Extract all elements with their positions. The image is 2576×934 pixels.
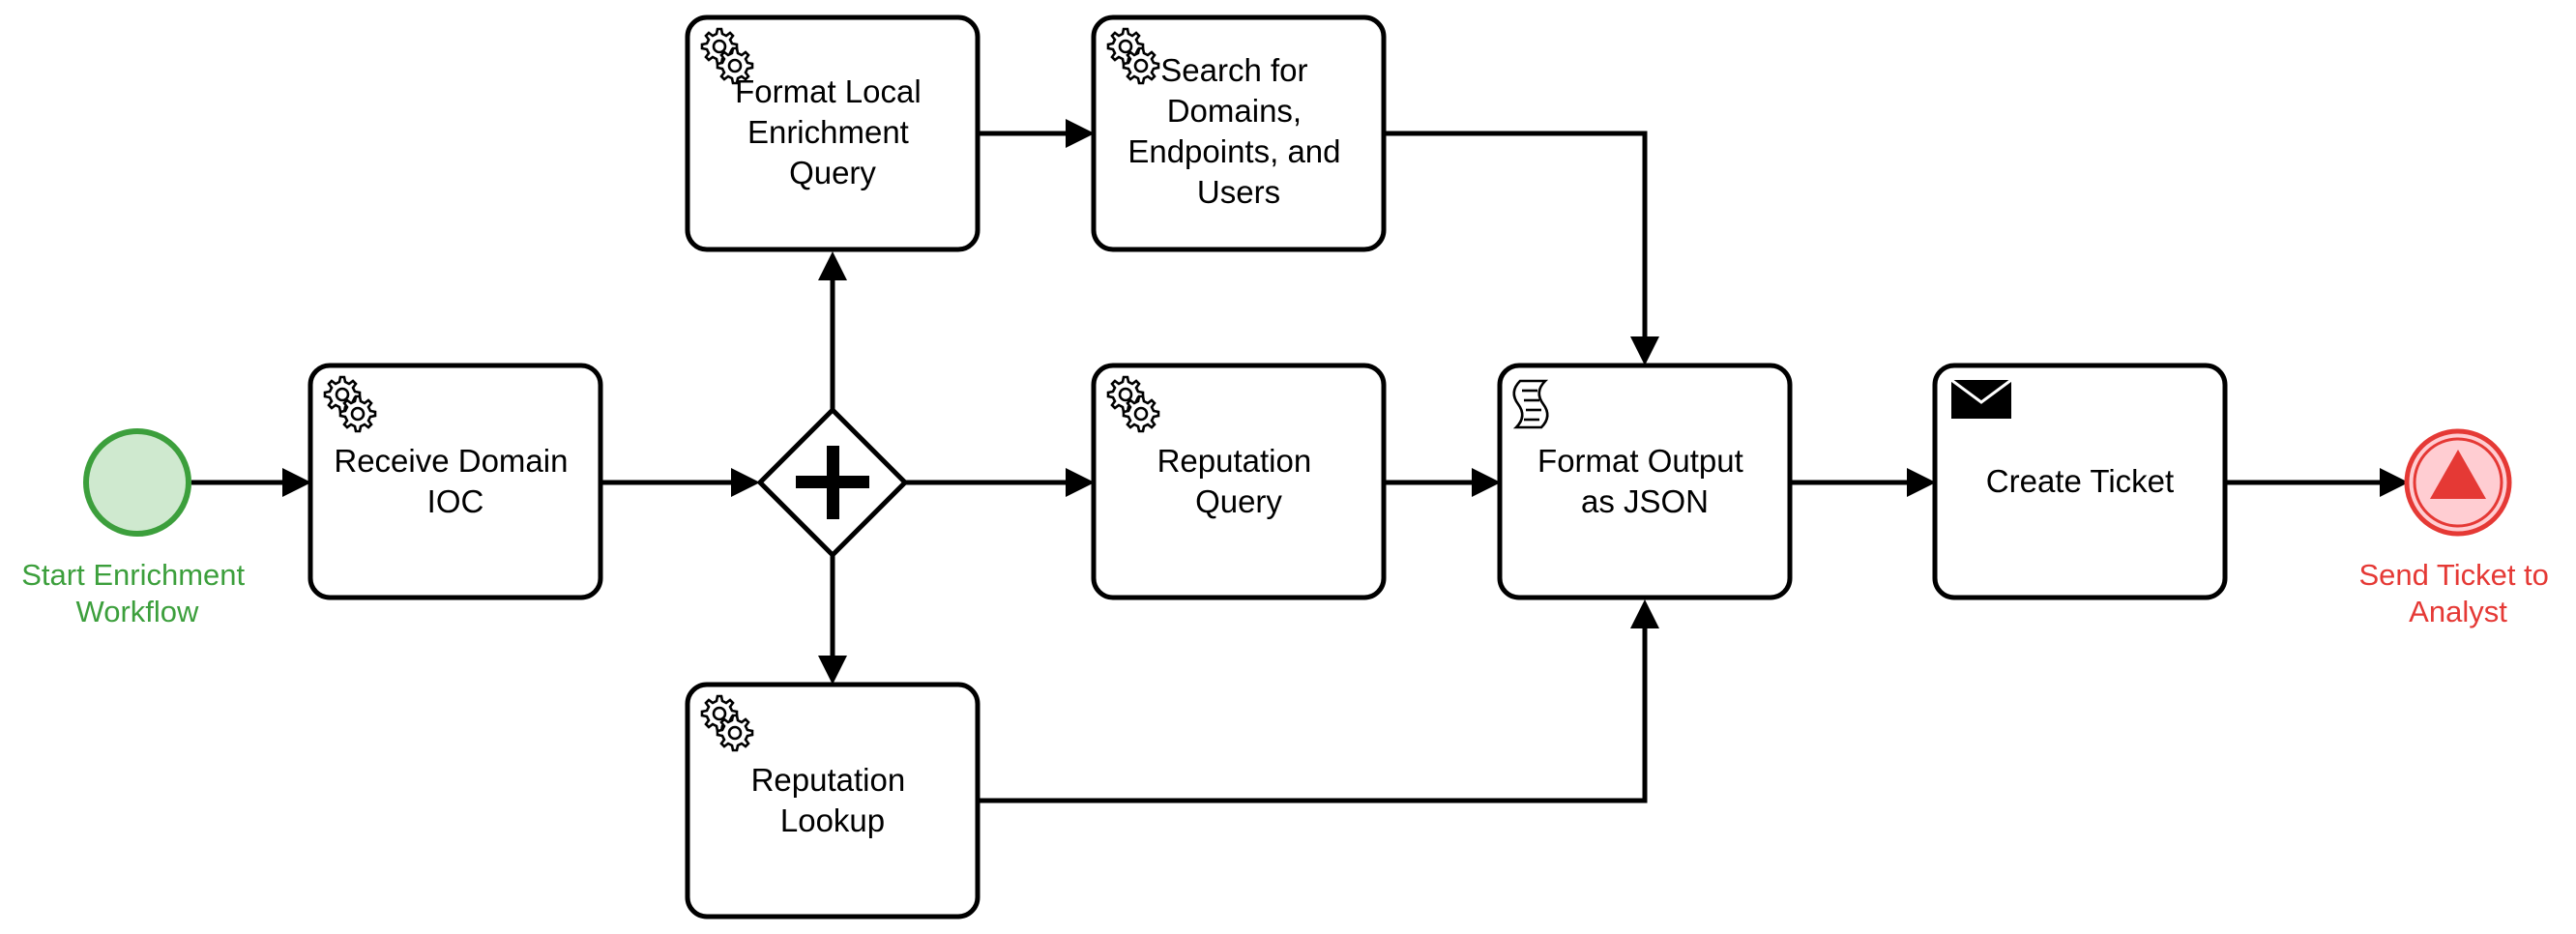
flow-reputation-lookup-to-format-output <box>979 625 1648 803</box>
task-box[interactable] <box>1091 15 1387 252</box>
task-label-line: Reputation <box>1157 443 1312 479</box>
task-label-line: Query <box>1195 483 1282 519</box>
task-label-line: Enrichment <box>747 114 909 150</box>
task-box[interactable] <box>1497 363 1793 600</box>
flow-search-to-format-output <box>1385 131 1648 340</box>
sequence-flows <box>191 119 2409 803</box>
task-label-line: Receive Domain <box>334 443 568 479</box>
end-event-label-line: Analyst <box>2409 595 2507 628</box>
start-event[interactable]: Start Enrichment Workflow <box>21 428 253 628</box>
task-label: Reputation Lookup <box>751 762 915 838</box>
task-box[interactable] <box>1932 363 2228 600</box>
task-label: Reputation Query <box>1157 443 1321 519</box>
start-event-label-line: Workflow <box>76 595 200 628</box>
task-label-line: Users <box>1197 174 1280 210</box>
task-box[interactable] <box>307 363 603 600</box>
start-event-circle[interactable] <box>83 428 191 537</box>
arrowhead-icon <box>1066 468 1095 497</box>
arrowhead-icon <box>1472 468 1501 497</box>
end-event-label-line: Send Ticket to <box>2358 558 2548 592</box>
arrowhead-icon <box>731 468 760 497</box>
arrowhead-icon <box>2380 468 2409 497</box>
arrowhead-icon <box>282 468 311 497</box>
task-box[interactable] <box>1091 363 1387 600</box>
task-label: Search for Domains, Endpoints, and Users <box>1127 52 1349 210</box>
task-reputation-query[interactable]: Reputation Query <box>1091 363 1387 600</box>
task-label-line: Format Local <box>735 73 922 109</box>
task-label-line: IOC <box>427 483 484 519</box>
script-icon <box>1512 379 1549 429</box>
task-search-domains-endpoints-users[interactable]: Search for Domains, Endpoints, and Users <box>1091 15 1387 252</box>
task-box[interactable] <box>685 682 981 919</box>
task-format-output-json[interactable]: Format Output as JSON <box>1497 363 1793 600</box>
arrowhead-icon <box>1066 119 1095 148</box>
end-event-label: Send Ticket to Analyst <box>2358 558 2557 628</box>
task-reputation-lookup[interactable]: Reputation Lookup <box>685 682 981 919</box>
task-label-line: Query <box>789 155 876 190</box>
end-event[interactable]: Send Ticket to Analyst <box>2358 428 2557 628</box>
task-create-ticket[interactable]: Create Ticket <box>1932 363 2228 600</box>
task-label-line: Endpoints, and <box>1127 133 1340 169</box>
task-label-line: Reputation <box>751 762 906 798</box>
start-event-label: Start Enrichment Workflow <box>21 558 253 628</box>
task-label: Format Output as JSON <box>1537 443 1752 519</box>
task-label: Create Ticket <box>1986 463 2174 499</box>
task-format-local-enrichment-query[interactable]: Format Local Enrichment Query <box>685 15 981 252</box>
task-label-line: Search for <box>1160 52 1307 88</box>
task-label-line: as JSON <box>1581 483 1709 519</box>
task-label: Format Local Enrichment Query <box>735 73 930 190</box>
end-event-inner-circle <box>2413 437 2503 528</box>
plus-icon <box>796 446 869 519</box>
task-label-line: Lookup <box>780 803 885 838</box>
task-box[interactable] <box>685 15 981 252</box>
task-label-line: Create Ticket <box>1986 463 2174 499</box>
start-event-label-line: Start Enrichment <box>21 558 245 592</box>
task-label-line: Format Output <box>1537 443 1743 479</box>
envelope-icon <box>1950 378 2012 419</box>
task-label: Receive Domain IOC <box>334 443 576 519</box>
task-label-line: Domains, <box>1167 93 1302 129</box>
arrowhead-icon <box>1630 599 1659 628</box>
parallel-gateway[interactable] <box>756 406 909 559</box>
arrowhead-icon <box>1630 336 1659 365</box>
triangle-escalation-icon <box>2430 450 2486 499</box>
arrowhead-icon <box>818 656 847 685</box>
arrowhead-icon <box>818 251 847 280</box>
arrowhead-icon <box>1907 468 1936 497</box>
task-receive-domain-ioc[interactable]: Receive Domain IOC <box>307 363 603 600</box>
